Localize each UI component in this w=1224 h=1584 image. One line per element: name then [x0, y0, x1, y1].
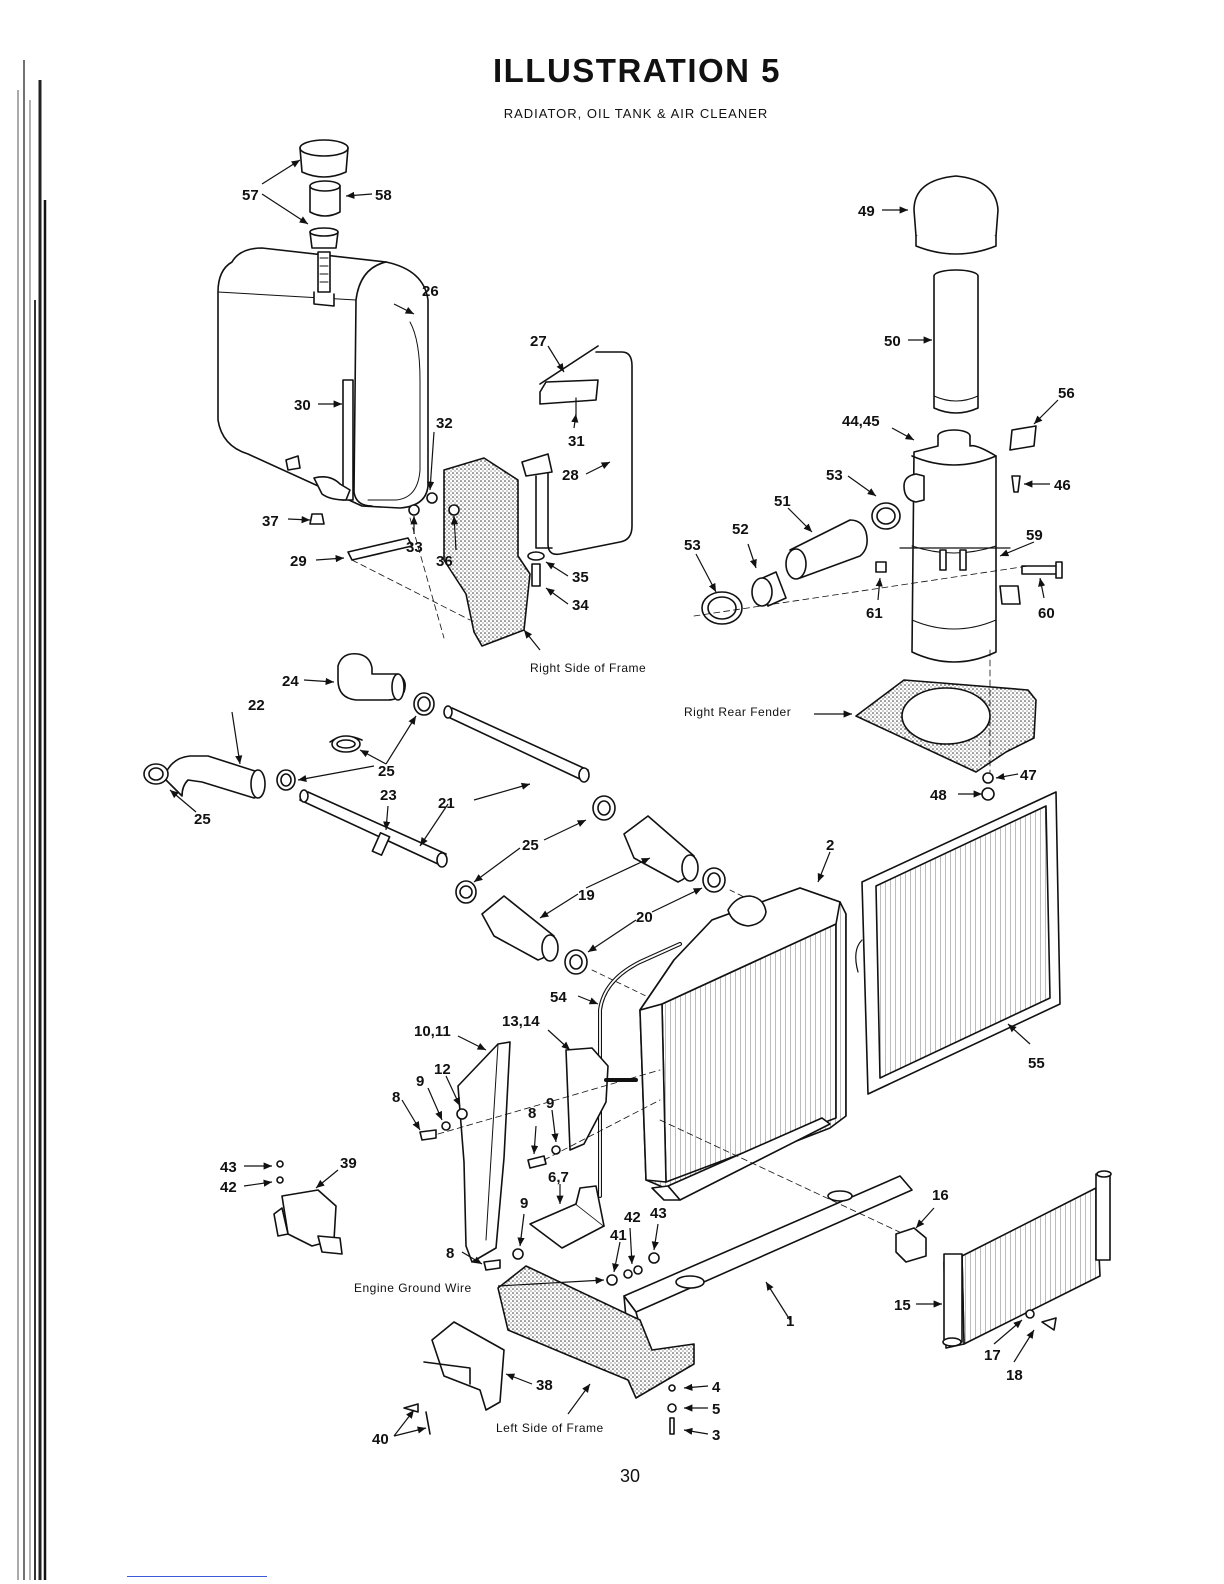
part-label: 25 [378, 763, 395, 780]
part-label: 48 [930, 787, 947, 804]
part-label: 42 [624, 1209, 641, 1226]
callouts: Right Side of Frame Right Rear Fender En… [354, 661, 791, 1435]
part-label: 35 [572, 569, 589, 586]
part-label: 17 [984, 1347, 1001, 1364]
right-frame-bracket [443, 457, 531, 647]
part-label: 40 [372, 1431, 389, 1448]
part-label: 50 [884, 333, 901, 350]
part-label: 31 [568, 433, 585, 450]
part-label: 57 [242, 187, 259, 204]
side-bracket-right [565, 1047, 638, 1151]
part-label: 34 [572, 597, 589, 614]
part-label: 60 [1038, 605, 1055, 622]
part-label: 16 [932, 1187, 949, 1204]
footer-rule [127, 1576, 267, 1577]
part-label: 8 [446, 1245, 454, 1262]
part-label: 46 [1054, 477, 1071, 494]
air-cleaner-tube [933, 269, 979, 414]
part-label: 27 [530, 333, 547, 350]
part-label: 43 [220, 1159, 237, 1176]
part-label: 51 [774, 493, 791, 510]
page-number: 30 [619, 1466, 641, 1486]
part-label: 56 [1058, 385, 1075, 402]
part-label: 4 [712, 1379, 721, 1396]
callout-left-side-frame: Left Side of Frame [496, 1421, 604, 1435]
part-label: 59 [1026, 527, 1043, 544]
part-label: 38 [536, 1377, 553, 1394]
voltage-regulator [273, 1189, 343, 1255]
filler-neck [309, 227, 339, 307]
part-label: 44,45 [842, 413, 880, 430]
part-label: 49 [858, 203, 875, 220]
part-label: 10,11 [414, 1023, 451, 1040]
part-label: 55 [1028, 1055, 1045, 1072]
radiator-screen [855, 791, 1061, 1095]
part-label: 24 [282, 673, 299, 690]
part-label: 1 [786, 1313, 794, 1330]
radiator [639, 887, 847, 1201]
part-label: 54 [550, 989, 567, 1006]
right-rear-fender [855, 679, 1037, 773]
oil-cooler [942, 1170, 1112, 1349]
part-label: 15 [894, 1297, 911, 1314]
part-label: 29 [290, 553, 307, 570]
part-label: 43 [650, 1205, 667, 1222]
part-label: 33 [406, 539, 423, 556]
part-label: 3 [712, 1427, 720, 1444]
tank-cap [299, 139, 349, 178]
part-label: 53 [826, 467, 843, 484]
part-label: 32 [436, 415, 453, 432]
part-label: 39 [340, 1155, 357, 1172]
part-label: 9 [416, 1073, 424, 1090]
part-label: 5 [712, 1401, 720, 1418]
part-label: 12 [434, 1061, 451, 1078]
binding-edge [17, 60, 47, 1580]
side-bracket-left [457, 1041, 511, 1263]
part-label: 58 [375, 187, 392, 204]
part-label: 30 [294, 397, 311, 414]
callout-engine-ground-wire: Engine Ground Wire [354, 1281, 472, 1295]
part-label: 37 [262, 513, 279, 530]
part-label: 8 [392, 1089, 400, 1106]
part-label: 47 [1020, 767, 1037, 784]
oil-tank [217, 247, 429, 509]
part-label: 19 [578, 887, 595, 904]
part-label: 25 [522, 837, 539, 854]
part-label: 42 [220, 1179, 237, 1196]
part-labels: 57 58 26 27 30 32 31 28 37 29 33 36 35 3… [194, 187, 1075, 1448]
part-label: 9 [546, 1095, 554, 1112]
page-subtitle: RADIATOR, OIL TANK & AIR CLEANER [503, 106, 769, 121]
part-label: 52 [732, 521, 749, 538]
part-label: 23 [380, 787, 397, 804]
part-label: 53 [684, 537, 701, 554]
air-cleaner-body [899, 429, 1011, 663]
part-label: 28 [562, 467, 579, 484]
part-label: 36 [436, 553, 453, 570]
part-label: 13,14 [502, 1013, 540, 1030]
part-label: 8 [528, 1105, 536, 1122]
part-label: 26 [422, 283, 439, 300]
part-label: 61 [866, 605, 883, 622]
part-label: 21 [438, 795, 455, 812]
part-label: 20 [636, 909, 653, 926]
filter-element [309, 180, 341, 217]
part-label: 9 [520, 1195, 528, 1212]
part-label: 22 [248, 697, 265, 714]
page-title: ILLUSTRATION 5 [492, 52, 782, 89]
left-frame [497, 1265, 695, 1399]
part-label: 25 [194, 811, 211, 828]
part-label: 2 [826, 837, 834, 854]
tank-strap [539, 345, 633, 556]
part-label: 18 [1006, 1367, 1023, 1384]
callout-right-rear-fender: Right Rear Fender [684, 705, 791, 719]
callout-right-side-frame: Right Side of Frame [530, 661, 646, 675]
part-label: 41 [610, 1227, 627, 1244]
air-cleaner-cap [913, 175, 999, 255]
part-label: 6,7 [548, 1169, 569, 1186]
bottom-support [623, 1175, 913, 1335]
